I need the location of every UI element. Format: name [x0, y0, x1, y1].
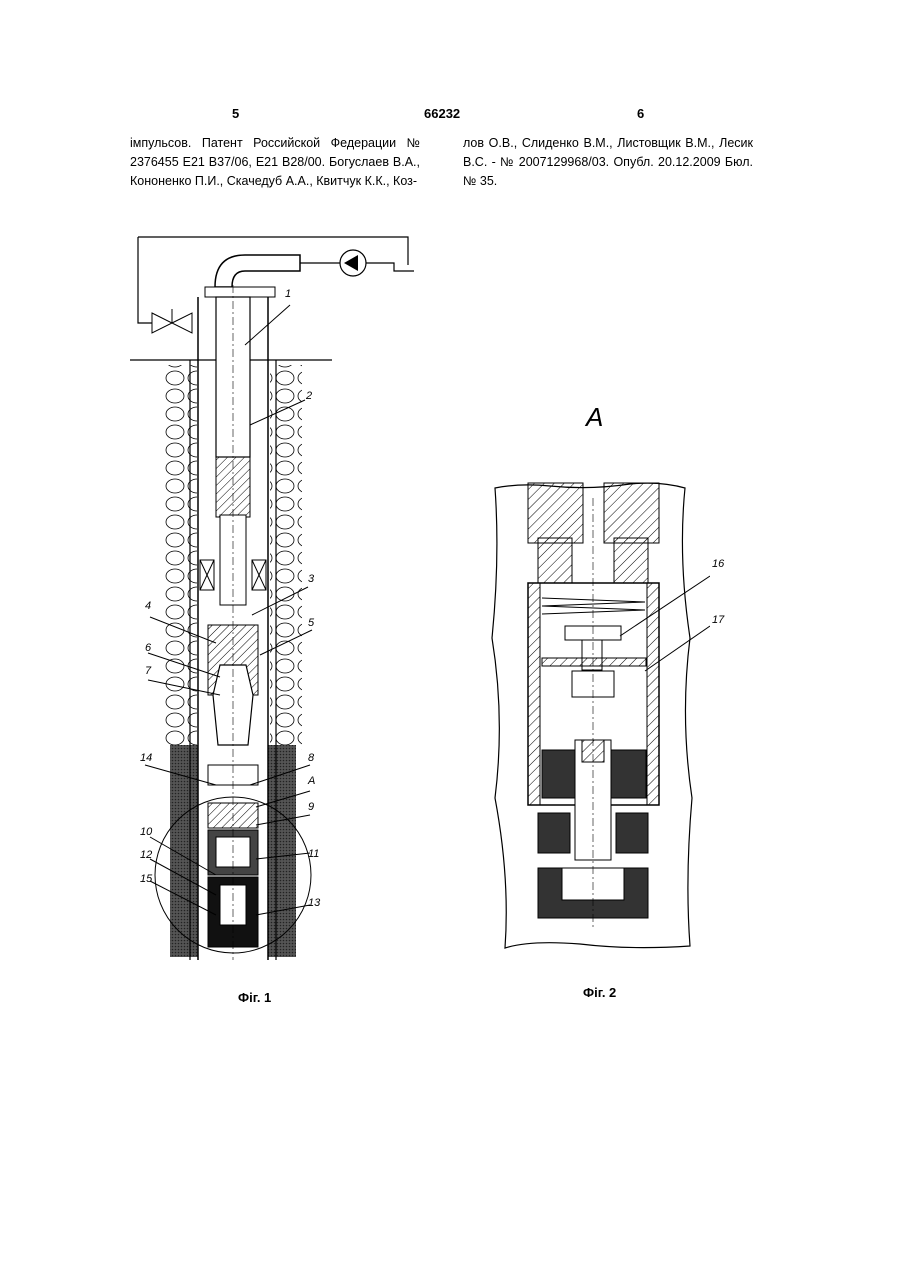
fig1-label-13: 13 [308, 897, 320, 909]
figure-2-caption: Фіг. 2 [583, 985, 616, 1000]
figure-1-caption: Фіг. 1 [238, 990, 271, 1005]
document-number: 66232 [424, 106, 460, 121]
figure-2-title: A [586, 402, 603, 433]
page-number-right: 6 [637, 106, 644, 121]
fig1-label-A: A [308, 775, 315, 787]
fig1-label-6: 6 [145, 642, 151, 654]
fig2-label-17: 17 [712, 614, 724, 626]
fig1-label-12: 12 [140, 849, 152, 861]
fig1-label-3: 3 [308, 573, 314, 585]
page-number-left: 5 [232, 106, 239, 121]
text-column-left: імпульсов. Патент Российской Федерации №… [130, 134, 420, 191]
fig1-label-9: 9 [308, 801, 314, 813]
paragraph-left: імпульсов. Патент Российской Федерации №… [130, 134, 420, 191]
fig1-label-7: 7 [145, 665, 151, 677]
fig1-label-5: 5 [308, 617, 314, 629]
text-column-right: лов О.В., Слиденко В.М., Листовщик В.М.,… [463, 134, 753, 191]
fig1-label-1: 1 [285, 288, 291, 300]
fig1-label-10: 10 [140, 826, 152, 838]
fig1-label-8: 8 [308, 752, 314, 764]
fig1-label-14: 14 [140, 752, 152, 764]
fig1-label-2: 2 [306, 390, 312, 402]
fig1-label-11: 11 [308, 848, 319, 860]
fig2-label-16: 16 [712, 558, 724, 570]
paragraph-right: лов О.В., Слиденко В.М., Листовщик В.М.,… [463, 134, 753, 191]
fig1-label-4: 4 [145, 600, 151, 612]
figure-2-drawing [480, 478, 710, 953]
fig1-label-15: 15 [140, 873, 152, 885]
figure-1-drawing [120, 225, 440, 965]
